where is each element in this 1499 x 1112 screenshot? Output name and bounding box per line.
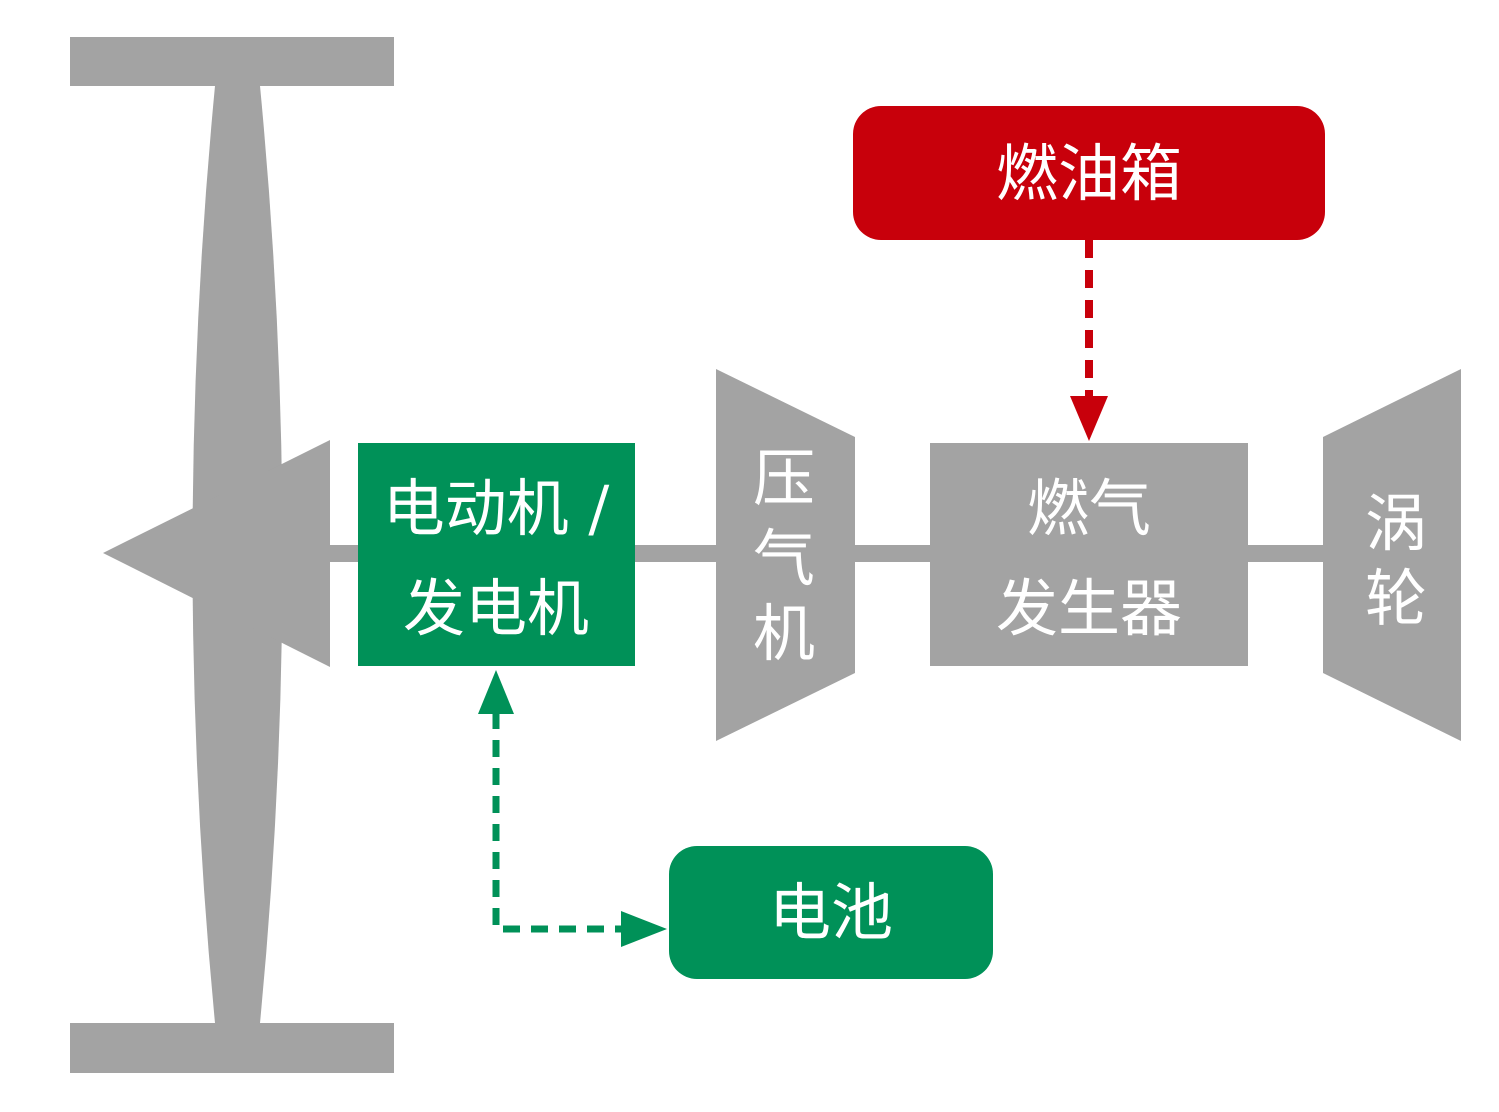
gas-generator-label-line2: 发生器	[996, 572, 1182, 645]
fuel-tank-box	[853, 106, 1325, 240]
propeller-spinner	[103, 440, 330, 667]
gas-generator-box	[930, 443, 1248, 666]
fuel-line-arrowhead	[1070, 396, 1108, 441]
propeller-tip-bottom	[70, 1023, 394, 1073]
turbine-block: 涡 轮	[1323, 369, 1461, 741]
fuel-line-arrow	[1070, 240, 1108, 441]
propeller-tip-top	[70, 37, 394, 86]
turbine-label-line2: 轮	[1365, 562, 1427, 635]
fuel-tank-label: 燃油箱	[996, 137, 1182, 210]
fuel-tank-block: 燃油箱	[853, 106, 1325, 240]
motor-generator-label-line1: 电动机 /	[383, 472, 610, 545]
compressor-label-line1: 压	[753, 442, 815, 515]
motor-generator-block: 电动机 / 发电机	[358, 443, 635, 666]
battery-link-line	[492, 712, 625, 933]
compressor-label-line2: 气	[753, 522, 815, 595]
propeller	[70, 37, 394, 1073]
battery-link-arrow	[478, 670, 667, 947]
compressor-label-line3: 机	[753, 597, 815, 670]
turbine-shape	[1323, 369, 1461, 741]
motor-generator-box	[358, 443, 635, 666]
battery-label: 电池	[769, 876, 893, 949]
battery-link-arrowhead-up	[478, 670, 514, 714]
battery-block: 电池	[669, 846, 993, 979]
motor-generator-label-line2: 发电机	[403, 572, 589, 645]
battery-link-arrowhead-right	[621, 911, 667, 947]
gas-generator-block: 燃气 发生器	[930, 443, 1248, 666]
battery-box	[669, 846, 993, 979]
gas-generator-label-line1: 燃气	[1027, 472, 1151, 545]
turbine-label-line1: 涡	[1365, 487, 1427, 560]
compressor-block: 压 气 机	[716, 369, 855, 741]
compressor-shape	[716, 369, 855, 741]
